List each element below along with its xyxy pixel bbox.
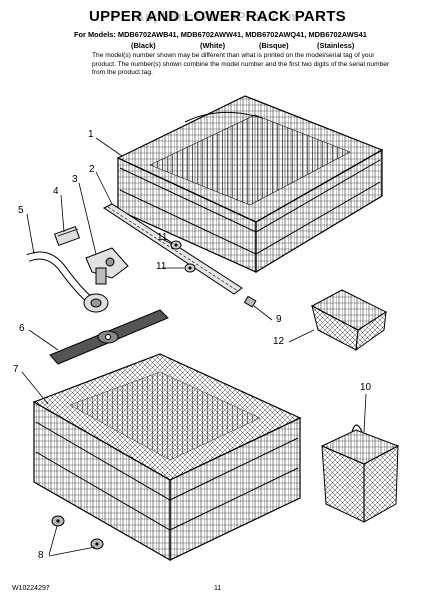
doc-number: W10224297 xyxy=(12,585,50,592)
watermark-text: AppliancePartsPros.com xyxy=(135,9,300,24)
callout-3: 3 xyxy=(72,174,78,185)
callout-11-upper: 11 xyxy=(157,232,168,243)
callout-5: 5 xyxy=(18,205,24,216)
lower-rack-wheels xyxy=(51,515,104,550)
water-conduit xyxy=(26,251,109,313)
color-black: (Black) xyxy=(131,41,156,50)
callout-2: 2 xyxy=(89,164,95,175)
callout-6: 6 xyxy=(19,323,25,334)
lower-rack xyxy=(32,353,302,562)
manifold-assembly xyxy=(85,247,129,285)
upper-rack xyxy=(116,95,384,274)
callout-1: 1 xyxy=(88,129,94,140)
page-number: 11 xyxy=(214,585,222,592)
wash-arm-mount xyxy=(53,225,81,247)
color-white: (White) xyxy=(200,41,226,50)
page-title: UPPER AND LOWER RACK PARTS xyxy=(89,8,346,25)
models-line: For Models: MDB6702AWB41, MDB6702AWW41, … xyxy=(74,30,367,39)
silverware-basket xyxy=(320,424,400,523)
color-bisque: (Bisque) xyxy=(259,41,289,50)
rack-rollers xyxy=(170,240,196,273)
callout-12: 12 xyxy=(273,336,285,347)
leader-lines xyxy=(21,137,367,557)
callout-9: 9 xyxy=(276,314,282,325)
callout-10: 10 xyxy=(360,382,372,393)
callout-4: 4 xyxy=(53,186,59,197)
callout-7: 7 xyxy=(13,364,19,375)
callout-8: 8 xyxy=(38,550,44,561)
model-note: The model(s) number shown may be differe… xyxy=(92,52,390,77)
color-stainless: (Stainless) xyxy=(317,41,355,50)
utility-basket xyxy=(310,289,388,352)
rail-stop xyxy=(243,295,257,308)
spray-arm xyxy=(49,309,169,365)
callout-11-lower: 11 xyxy=(156,261,167,272)
